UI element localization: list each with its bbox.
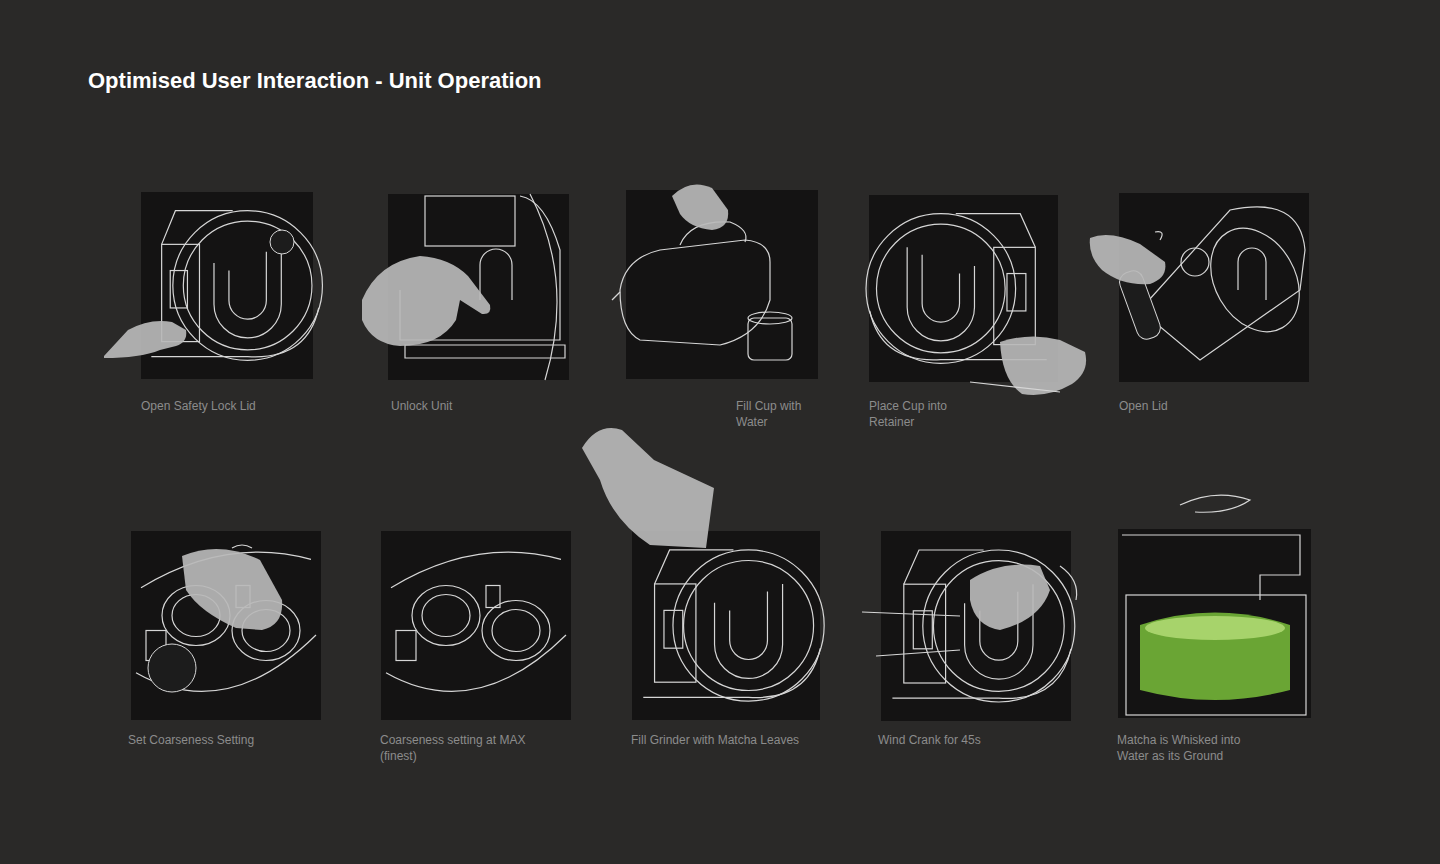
matcha	[1140, 613, 1290, 701]
u-slot-inner	[229, 252, 266, 319]
base	[643, 648, 820, 697]
grinder-chamber	[412, 586, 480, 646]
hand-sketch	[1090, 235, 1166, 284]
step-caption: Fill Cup with Water	[736, 398, 818, 430]
step-caption: Coarseness setting at MAX (finest)	[380, 732, 545, 764]
motion-line	[862, 612, 960, 616]
whisk-arrow	[1180, 495, 1250, 512]
wheel-face	[1193, 212, 1317, 347]
u-slot	[1238, 248, 1266, 300]
grinder-chamber	[482, 601, 550, 661]
grinder-wheel-inner	[933, 561, 1064, 692]
step-panel: Fill Cup with Water	[626, 190, 818, 379]
step-panel: Wind Crank for 45s	[881, 531, 1071, 721]
platform	[405, 345, 565, 358]
step-panel: Unlock Unit	[388, 194, 569, 380]
column	[655, 584, 696, 682]
cup-rim	[748, 312, 792, 324]
housing-edge	[136, 635, 316, 691]
adjuster	[396, 631, 416, 661]
panel-ground	[131, 531, 321, 720]
chamber	[1181, 248, 1209, 276]
top-arm	[655, 550, 734, 584]
step-panel: Place Cup into Retainer	[869, 195, 1058, 382]
column	[904, 584, 946, 683]
top-arm	[162, 211, 233, 245]
step-caption: Unlock Unit	[391, 398, 591, 414]
grinder-wheel-inner	[684, 560, 814, 690]
column	[994, 247, 1036, 344]
crank-knob	[148, 644, 196, 692]
arch	[480, 249, 512, 300]
panel-ground	[632, 531, 820, 720]
grinder-wheel-inner	[876, 224, 1005, 353]
lid	[1140, 207, 1305, 360]
step-caption: Set Coarseness Setting	[128, 732, 328, 748]
matcha-foam	[1145, 616, 1285, 640]
base	[892, 649, 1071, 699]
housing-edge	[391, 552, 561, 588]
panel-ground	[1118, 529, 1311, 718]
step-panel: Open Safety Lock Lid	[141, 192, 313, 379]
hand-sketch	[104, 321, 186, 358]
panel-ground	[881, 531, 1071, 721]
machine-side-view	[892, 550, 1074, 702]
column-window	[170, 271, 187, 308]
rotate-arrow	[232, 545, 252, 548]
grinder-wheel	[173, 211, 323, 361]
column-window	[913, 611, 932, 649]
u-slot	[907, 247, 974, 341]
grinder-chamber-inner	[422, 595, 470, 637]
step-caption: Place Cup into Retainer	[869, 398, 961, 430]
grinder-top-view	[386, 552, 566, 691]
hopper	[425, 196, 515, 246]
step-caption: Fill Grinder with Matcha Leaves	[631, 732, 831, 748]
crank-arrow	[1060, 566, 1077, 600]
motion-arrow	[970, 382, 1060, 392]
housing-edge	[386, 635, 566, 691]
motion-arrow	[1155, 232, 1162, 240]
step-caption: Matcha is Whisked into Water as its Grou…	[1117, 732, 1257, 764]
step-panel: Open Lid	[1119, 193, 1309, 382]
step-panel: Matcha is Whisked into Water as its Grou…	[1118, 529, 1311, 718]
adjuster	[486, 586, 500, 608]
u-slot	[214, 244, 281, 337]
hand-sketch	[362, 256, 490, 346]
grinder-wheel-inner	[183, 221, 312, 350]
u-slot	[715, 584, 783, 679]
grinder-chamber-inner	[492, 610, 540, 652]
retainer	[1126, 595, 1306, 715]
panel-ground	[381, 531, 571, 720]
step-caption: Open Lid	[1119, 398, 1319, 414]
motion-line	[876, 650, 960, 656]
hand-sketch	[182, 549, 282, 630]
machine-arm	[1122, 535, 1300, 600]
hand-sketch	[582, 428, 714, 548]
wheel-arc	[530, 194, 557, 380]
spout	[612, 292, 620, 300]
hand-sketch	[672, 184, 728, 230]
step-caption: Open Safety Lock Lid	[141, 398, 341, 414]
machine-side-view	[643, 550, 824, 701]
crank-knob	[270, 230, 294, 254]
step-panel: Fill Grinder with Matcha Leaves	[632, 531, 820, 720]
u-slot-inner	[730, 591, 768, 659]
column-window	[1007, 274, 1026, 311]
step-panel: Coarseness setting at MAX (finest)	[381, 531, 571, 720]
hand-sketch	[970, 565, 1050, 630]
illustrations	[104, 184, 1317, 715]
top-arm	[956, 214, 1036, 248]
page-title: Optimised User Interaction - Unit Operat…	[88, 68, 542, 94]
step-panel: Set Coarseness Setting	[131, 531, 321, 720]
u-slot-inner	[922, 255, 959, 322]
hand-sketch	[1000, 336, 1086, 394]
step-caption: Wind Crank for 45s	[878, 732, 1078, 748]
column-window	[664, 610, 683, 648]
